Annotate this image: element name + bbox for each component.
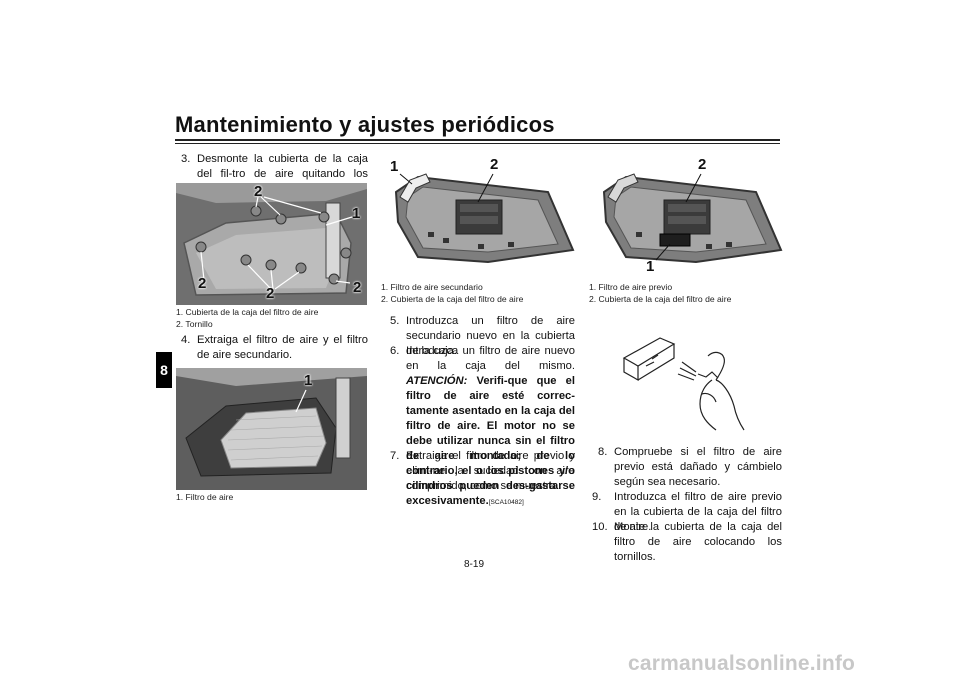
cover-diagram xyxy=(394,173,575,264)
step-text-block: Introduzca un filtro de aire nuevo en la… xyxy=(406,344,575,510)
step-10: 10. Monte la cubierta de la caja del fil… xyxy=(592,520,782,565)
caption-line: 2. Tornillo xyxy=(176,318,213,329)
step-number: 7. xyxy=(390,450,400,462)
step-4: 4. Extraiga el filtro de aire y el filtr… xyxy=(181,333,368,363)
caption-line: 1. Filtro de aire secundario xyxy=(381,282,483,292)
callout-label: 2 xyxy=(254,183,263,200)
step-text: Introduzca un filtro de aire secundario … xyxy=(406,315,575,357)
watermark: carmanualsonline.info xyxy=(628,652,856,675)
callout-label: 1 xyxy=(390,158,399,175)
photo-illustration xyxy=(176,368,367,490)
reference-code: [SCA10482] xyxy=(488,499,524,506)
attention-label: ATENCIÓN: xyxy=(406,375,468,387)
page-title: Mantenimiento y ajustes periódicos xyxy=(175,112,555,137)
step-9: 9. Introduzca el filtro de aire previo e… xyxy=(592,490,782,535)
caption-line: 1. Cubierta de la caja del filtro de air… xyxy=(176,307,319,317)
step-text: Extraiga el filtro de aire y el filtro d… xyxy=(197,334,368,361)
figure-caption: 1. Filtro de aire previo 2. Cubierta de … xyxy=(589,282,789,305)
air-filter-case-cover-photo: 2 1 2 2 2 xyxy=(176,183,367,305)
step-number: 8. xyxy=(598,446,608,458)
step-number: 3. xyxy=(181,153,191,165)
callout-label: 2 xyxy=(266,285,275,302)
callout-label: 1 xyxy=(646,258,655,275)
step-text: Compruebe si el filtro de aire previo es… xyxy=(614,446,782,488)
cover-diagram xyxy=(602,173,783,264)
step-8: 8. Compruebe si el filtro de aire previo… xyxy=(598,445,782,490)
chapter-tab: 8 xyxy=(156,352,172,388)
step-number: 5. xyxy=(390,315,400,327)
caption-line: 1. Filtro de aire previo xyxy=(589,282,673,292)
air-filter-photo: 1 xyxy=(176,368,367,490)
figure-caption: 1. Filtro de aire xyxy=(176,492,367,504)
callout-label: 1 xyxy=(304,372,313,389)
page-number: 8-19 xyxy=(464,559,485,570)
caption-line: 1. Filtro de aire xyxy=(176,492,234,502)
figure-caption: 1. Cubierta de la caja del filtro de air… xyxy=(176,307,367,330)
step-number: 9. xyxy=(592,491,602,503)
callout-label: 2 xyxy=(198,275,207,292)
pre-air-filter-diagram: 2 1 xyxy=(586,152,786,280)
step-number: 6. xyxy=(390,345,400,357)
air-gun-icon xyxy=(622,337,745,431)
step-text: Introduzca un filtro de aire nuevo en la… xyxy=(406,345,575,372)
callout-label: 2 xyxy=(490,156,499,173)
step-text: Introduzca el filtro de aire previo en l… xyxy=(614,491,782,533)
attention-text: Verifi-que que el filtro de aire esté co… xyxy=(406,375,575,507)
photo-illustration xyxy=(176,183,367,305)
callout-label: 2 xyxy=(353,279,362,296)
caption-line: 2. Cubierta de la caja del filtro de air… xyxy=(589,293,732,304)
step-text: Monte la cubierta de la caja del filtro … xyxy=(614,521,782,563)
figure-caption: 1. Filtro de aire secundario 2. Cubierta… xyxy=(381,282,581,305)
compressed-air-illustration xyxy=(616,322,746,432)
step-text: Extraiga el filtro de aire previo y elim… xyxy=(406,450,575,492)
header-rule-thin xyxy=(175,143,780,144)
caption-line: 2. Cubierta de la caja del filtro de air… xyxy=(381,293,524,304)
header-rule xyxy=(175,139,780,141)
step-number: 10. xyxy=(592,521,608,533)
step-number: 4. xyxy=(181,334,191,346)
secondary-air-filter-diagram: 1 2 xyxy=(378,152,578,280)
callout-label: 1 xyxy=(352,205,361,222)
step-6: 6. Introduzca un filtro de aire nuevo en… xyxy=(390,344,575,510)
step-5: 5. Introduzca un filtro de aire secundar… xyxy=(390,314,575,359)
step-7: 7. Extraiga el filtro de aire previo y e… xyxy=(390,449,575,494)
callout-label: 2 xyxy=(698,156,707,173)
